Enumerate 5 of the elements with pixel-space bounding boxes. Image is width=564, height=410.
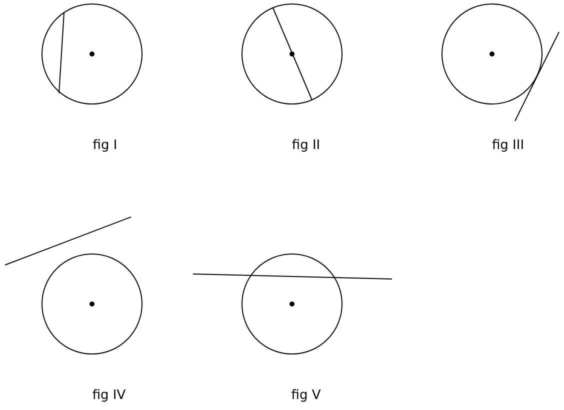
figure-label: fig II	[292, 138, 320, 154]
figure-label: fig V	[291, 388, 321, 404]
figure-label: fig IV	[92, 388, 126, 404]
figure-label: fig I	[92, 138, 118, 154]
figure-label: fig III	[492, 138, 524, 154]
